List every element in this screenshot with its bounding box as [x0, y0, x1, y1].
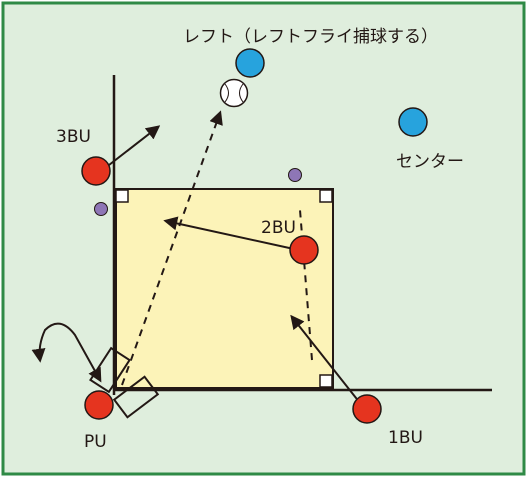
- plate-umpire-label: PU: [84, 432, 107, 452]
- plate-umpire-arrow: [31, 322, 102, 383]
- infield-diamond: [115, 188, 334, 389]
- fly-ball-path: [121, 110, 223, 386]
- batters-box-right: [112, 375, 160, 419]
- center-fielder-label: センター: [396, 152, 464, 172]
- third-base: [115, 189, 129, 203]
- runner-near-third: [94, 202, 108, 216]
- left-fielder: [235, 48, 265, 78]
- third-base-umpire-arrow: [99, 125, 161, 173]
- left-fielder-label: レフト（レフトフライ捕球する）: [183, 27, 438, 47]
- baseball-icon: [219, 78, 249, 108]
- center-fielder: [398, 107, 428, 137]
- third-base-umpire-label: 3BU: [56, 127, 91, 147]
- second-base: [319, 189, 333, 203]
- first-base-umpire-arrow: [290, 314, 361, 404]
- third-base-umpire: [81, 156, 111, 186]
- second-base-umpire-label: 2BU: [261, 218, 296, 238]
- first-base-umpire: [352, 394, 382, 424]
- plate-umpire: [84, 390, 114, 420]
- first-base-umpire-label: 1BU: [388, 428, 423, 448]
- first-base: [319, 374, 333, 388]
- runner-near-second: [288, 168, 302, 182]
- second-base-umpire-arrow: [163, 216, 304, 252]
- second-base-umpire: [289, 235, 319, 265]
